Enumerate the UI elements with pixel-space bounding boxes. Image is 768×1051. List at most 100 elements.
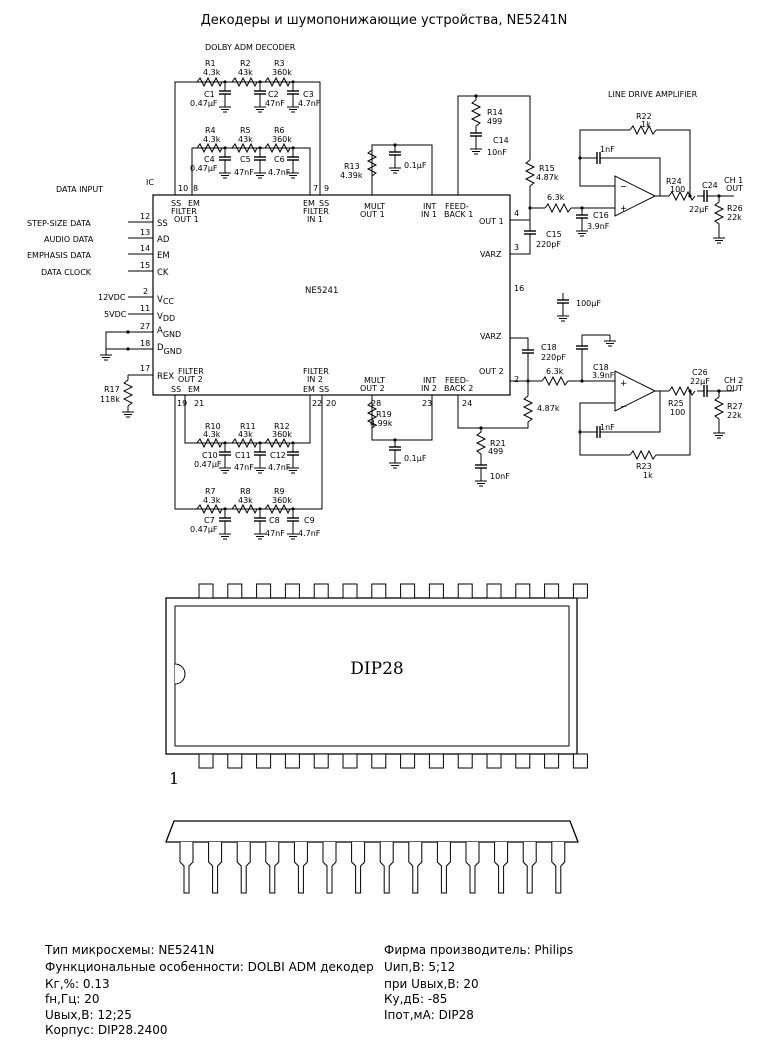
r3-resistor — [264, 76, 291, 88]
package-pin-bottom — [515, 753, 531, 769]
pin-23: 23 — [422, 399, 432, 408]
pin-14: 14 — [140, 244, 150, 253]
feedback2-a: FEED- — [445, 376, 469, 385]
c12-value: 4.7nF — [268, 463, 291, 472]
out2-name: OUT 2 — [479, 367, 504, 376]
r26-name: R26 — [727, 204, 743, 213]
package-pin-top — [428, 583, 444, 599]
int-in2-a: INT — [423, 376, 436, 385]
pin-rex-name: REX — [157, 372, 174, 382]
r18-value: 6.3k — [546, 367, 564, 376]
r26-value: 22k — [727, 213, 742, 222]
r8-value: 43k — [238, 496, 253, 505]
feedback2-b: BACK 2 — [444, 384, 473, 393]
pin-10: 10 — [178, 184, 188, 193]
r3-name: R3 — [274, 59, 285, 68]
c14-value: 10nF — [487, 148, 507, 157]
r9-value: 360k — [272, 496, 292, 505]
r19-name: R19 — [376, 410, 392, 419]
pin-22: 22 — [312, 399, 322, 408]
r19-resistor — [366, 401, 378, 429]
r21-resistor — [475, 428, 487, 458]
c13-value: 0.1µF — [404, 161, 427, 170]
r5-resistor — [231, 142, 258, 154]
c9-name: C9 — [304, 516, 315, 525]
r2-value: 43k — [238, 68, 253, 77]
c4-value: 0.47µF — [190, 164, 218, 173]
r7-name: R7 — [205, 487, 216, 496]
r24-name: R24 — [666, 177, 682, 186]
pin-2-right: 2 — [514, 375, 519, 384]
r26-resistor — [713, 196, 725, 232]
c18b-name: C18 — [593, 363, 609, 372]
r15-name: R15 — [539, 164, 555, 173]
r22-name: R22 — [636, 112, 652, 121]
package-leg — [436, 842, 451, 894]
r9-name: R9 — [274, 487, 285, 496]
r3-value: 360k — [272, 68, 292, 77]
c19-value: 0.1µF — [404, 454, 427, 463]
spec-left-0: Тип микросхемы: NE5241N — [44, 943, 214, 957]
pin-name-em-4: EM — [303, 385, 315, 394]
input-step-size-label: STEP-SIZE DATA — [27, 219, 91, 228]
r1-name: R1 — [205, 59, 216, 68]
package-pin-bottom — [284, 753, 300, 769]
int-in1-a: INT — [423, 202, 436, 211]
c18b-value: 3.9nF — [592, 371, 615, 380]
r23-value: 1k — [643, 471, 653, 480]
c21-value: 10nF — [490, 472, 510, 481]
int-in2-b: IN 2 — [421, 384, 437, 393]
r8-resistor — [231, 503, 258, 515]
pin-9: 9 — [324, 184, 329, 193]
r1-resistor — [196, 76, 223, 88]
opamp1-minus: − — [620, 182, 627, 192]
r4-name: R4 — [205, 126, 216, 135]
package-pin-bottom — [313, 753, 329, 769]
c24-value: 22µF — [689, 205, 709, 214]
package-pin-bottom — [486, 753, 502, 769]
spec-left-3: fн,Гц: 20 — [45, 992, 100, 1006]
input-emphasis-label: EMPHASIS DATA — [27, 251, 91, 260]
r5-name: R5 — [240, 126, 251, 135]
package-pin-top — [198, 583, 214, 599]
r17-resistor — [122, 379, 134, 407]
r13-name: R13 — [344, 162, 360, 171]
input-clock-label: DATA CLOCK — [41, 268, 92, 277]
pin-ad-name: AD — [157, 235, 170, 245]
c7-name: C7 — [204, 516, 215, 525]
package-pin-top — [544, 583, 560, 599]
r4-resistor — [196, 142, 223, 154]
pin-2-left: 2 — [143, 287, 148, 296]
c1-value: 0.47µF — [190, 99, 218, 108]
mult-out2-b: OUT 2 — [360, 384, 385, 393]
c16-name: C16 — [593, 211, 609, 220]
c9-value: 4.7nF — [298, 529, 321, 538]
power-12vdc: 12VDC — [98, 293, 126, 302]
varz2-name: VARZ — [480, 332, 502, 341]
filter-out1-a: FILTER — [171, 207, 197, 216]
c1-name: C1 — [204, 90, 215, 99]
r17-value: 118k — [100, 395, 120, 404]
r8-name: R8 — [240, 487, 251, 496]
pin-dgnd: DGND — [157, 343, 182, 356]
r-fb2-resistor — [522, 395, 534, 423]
r27-name: R27 — [727, 402, 743, 411]
pin-name-ss-4: SS — [319, 385, 329, 394]
varz1-name: VARZ — [480, 250, 502, 259]
c6-name: C6 — [274, 155, 285, 164]
package-pin-bottom — [400, 753, 416, 769]
pin-8: 8 — [193, 184, 198, 193]
pin-27: 27 — [140, 322, 150, 331]
package-pin-top — [572, 583, 588, 599]
package-pin-top — [284, 583, 300, 599]
input-lines — [128, 221, 153, 376]
opamp1-plus: + — [620, 204, 627, 214]
r2-resistor — [231, 76, 258, 88]
package-leg — [522, 842, 537, 894]
spec-left-1: Функциональные особенности: DOLBI ADM де… — [45, 960, 374, 974]
c15-name: C15 — [546, 230, 562, 239]
c15-value: 220pF — [536, 240, 561, 249]
dolby-label: DOLBY ADM DECODER — [205, 43, 296, 52]
pin-vcc: VCC — [157, 295, 174, 306]
